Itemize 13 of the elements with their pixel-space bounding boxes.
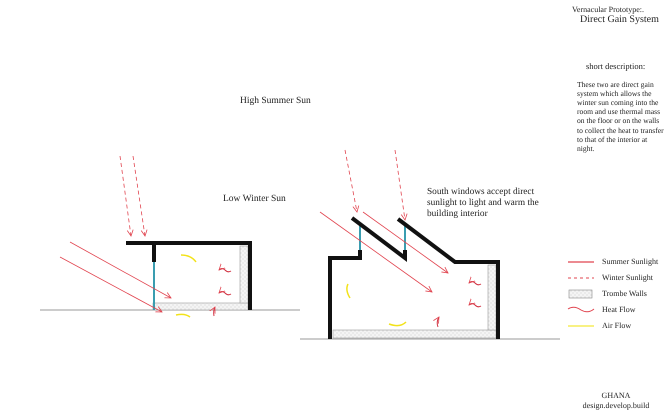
- title: Direct Gain System: [580, 14, 660, 26]
- legend-text: Winter Sunlight: [602, 273, 654, 283]
- legend-text: Heat Flow: [602, 305, 636, 315]
- section-heading: short description:: [586, 61, 646, 72]
- footer-text: design.develop.build: [582, 401, 650, 411]
- annotation-text: South windows accept direct sunlight to light and warm the building interior: [427, 187, 539, 220]
- location-text: GHANA: [600, 391, 632, 401]
- legend-text: Trombe Walls: [602, 289, 647, 299]
- subtitle: Vernacular Prototype:.: [572, 5, 645, 15]
- sun-label: Low Winter Sun: [223, 194, 287, 206]
- sun-label: High Summer Sun: [240, 96, 312, 108]
- legend-text: Summer Sunlight: [602, 257, 658, 267]
- legend-text: Air Flow: [602, 321, 632, 331]
